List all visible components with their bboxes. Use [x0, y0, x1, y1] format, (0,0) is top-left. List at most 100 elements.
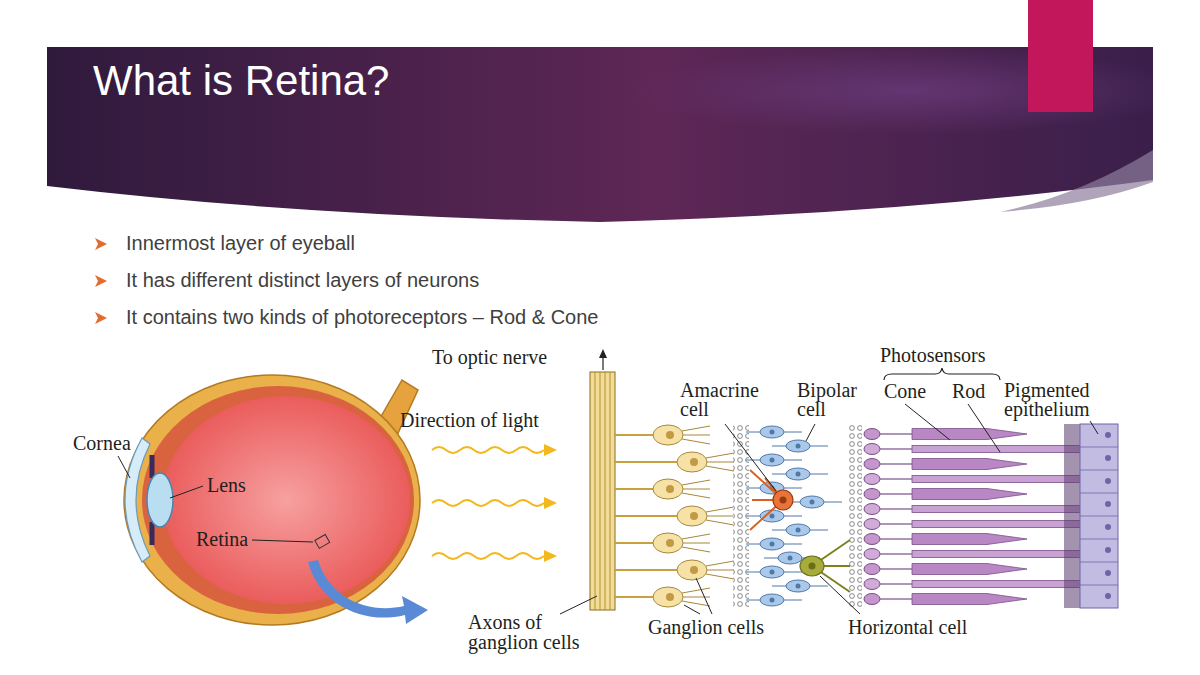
part-label: Cornea — [73, 433, 131, 453]
cell-label: Horizontal cell — [848, 617, 967, 637]
photoreceptor — [864, 579, 1082, 590]
cell-label: Ganglion cells — [648, 617, 764, 637]
pigmented-epithelium — [1105, 570, 1111, 576]
eyeball — [147, 473, 173, 527]
axon-bundle — [599, 349, 607, 358]
pigmented-epithelium — [1105, 593, 1111, 599]
pigmented-epithelium — [1064, 424, 1082, 608]
bipolar-cell — [746, 426, 842, 606]
photoreceptor — [864, 549, 1082, 560]
light-arrowhead — [544, 444, 557, 456]
photosensor-brace — [884, 368, 1000, 380]
light-arrowhead — [544, 550, 557, 562]
light-arrowhead — [544, 497, 557, 509]
cell-label: Bipolar cell — [797, 381, 877, 419]
bipolar-cell — [746, 454, 802, 466]
photoreceptor — [864, 504, 1082, 515]
eyeball — [142, 386, 414, 614]
amacrine-cell — [780, 497, 787, 504]
leader-line — [118, 456, 130, 478]
eyeball — [315, 535, 330, 549]
ganglion-cell — [653, 533, 710, 553]
header-band — [47, 47, 1153, 222]
photoreceptor — [864, 489, 1027, 500]
cell-label: Amacrine cell — [680, 381, 780, 419]
photoreceptor — [864, 534, 1027, 545]
leader-line — [968, 404, 1000, 452]
eyeball — [308, 560, 428, 624]
pigmented-epithelium — [1064, 424, 1118, 608]
bullet-marker — [95, 238, 107, 250]
bipolar-cell — [786, 496, 842, 508]
photoreceptor — [864, 459, 1027, 470]
bipolar-cell — [746, 566, 802, 578]
header-band — [1000, 150, 1153, 212]
header-band — [47, 47, 1153, 222]
pigmented-epithelium — [1105, 455, 1111, 461]
bullet-marker — [95, 238, 107, 324]
leader-line — [118, 404, 1098, 614]
leader-line — [684, 605, 700, 614]
pigmented-epithelium — [1105, 524, 1111, 530]
leader-line — [806, 424, 815, 441]
leader-line — [560, 596, 597, 614]
cell-label: Rod — [952, 381, 985, 401]
eyeball — [124, 375, 420, 625]
synapse-layer — [848, 425, 862, 607]
ganglion-cell — [677, 506, 734, 526]
leader-line — [252, 540, 313, 542]
cell-label: Axons of ganglion cells — [468, 612, 598, 652]
bipolar-cell — [772, 580, 828, 592]
eyeball — [124, 375, 428, 625]
slide-title: What is Retina? — [93, 60, 389, 102]
axon-bundle — [615, 435, 677, 597]
bipolar-cell — [772, 468, 828, 480]
bullet-text: Innermost layer of eyeball — [126, 233, 355, 253]
leader-line — [725, 424, 776, 491]
amacrine-cell — [773, 490, 793, 510]
leader-line — [820, 576, 860, 614]
photoreceptor — [864, 474, 1082, 485]
horizontal-cell — [800, 556, 824, 576]
photoreceptor — [864, 594, 1027, 605]
leader-line — [696, 578, 712, 614]
bullet-text: It contains two kinds of photoreceptors … — [126, 307, 599, 327]
bullet-marker — [95, 275, 107, 287]
axon-bundle — [595, 372, 610, 610]
bipolar-cell — [746, 426, 802, 438]
bullet-marker — [95, 312, 107, 324]
photoreceptor — [864, 564, 1027, 575]
pigmented-epithelium — [1080, 447, 1118, 585]
leader-line — [1090, 421, 1098, 434]
ganglion-cell — [653, 425, 734, 607]
photoreceptor — [864, 519, 1082, 530]
pigmented-epithelium — [1080, 424, 1118, 608]
cell-label: Pigmented epithelium — [1004, 381, 1129, 419]
photoreceptor — [864, 429, 1027, 440]
horizontal-cell — [809, 563, 816, 570]
bipolar-cell — [746, 510, 802, 522]
part-label: Lens — [207, 475, 246, 495]
pigmented-epithelium — [1105, 478, 1111, 484]
pigmented-epithelium — [1105, 432, 1111, 438]
light-arrowhead — [544, 444, 557, 562]
photoreceptor — [864, 429, 1082, 605]
horizontal-cell — [800, 540, 850, 592]
ganglion-cell — [677, 560, 734, 580]
pigmented-epithelium — [1105, 432, 1111, 599]
bipolar-cell — [746, 594, 802, 606]
light-wave — [432, 447, 544, 559]
part-label: Retina — [196, 529, 248, 549]
bullet-text: It has different distinct layers of neur… — [126, 270, 479, 290]
light-wave — [432, 500, 544, 506]
leader-line — [170, 486, 203, 498]
axon-bundle — [602, 356, 603, 370]
ganglion-cell — [653, 425, 710, 445]
photoreceptor — [864, 444, 1082, 455]
bipolar-cell — [746, 538, 802, 550]
pigmented-epithelium — [1105, 501, 1111, 507]
light-wave — [432, 553, 544, 559]
pigmented-epithelium — [1105, 547, 1111, 553]
cell-label: Cone — [884, 381, 926, 401]
